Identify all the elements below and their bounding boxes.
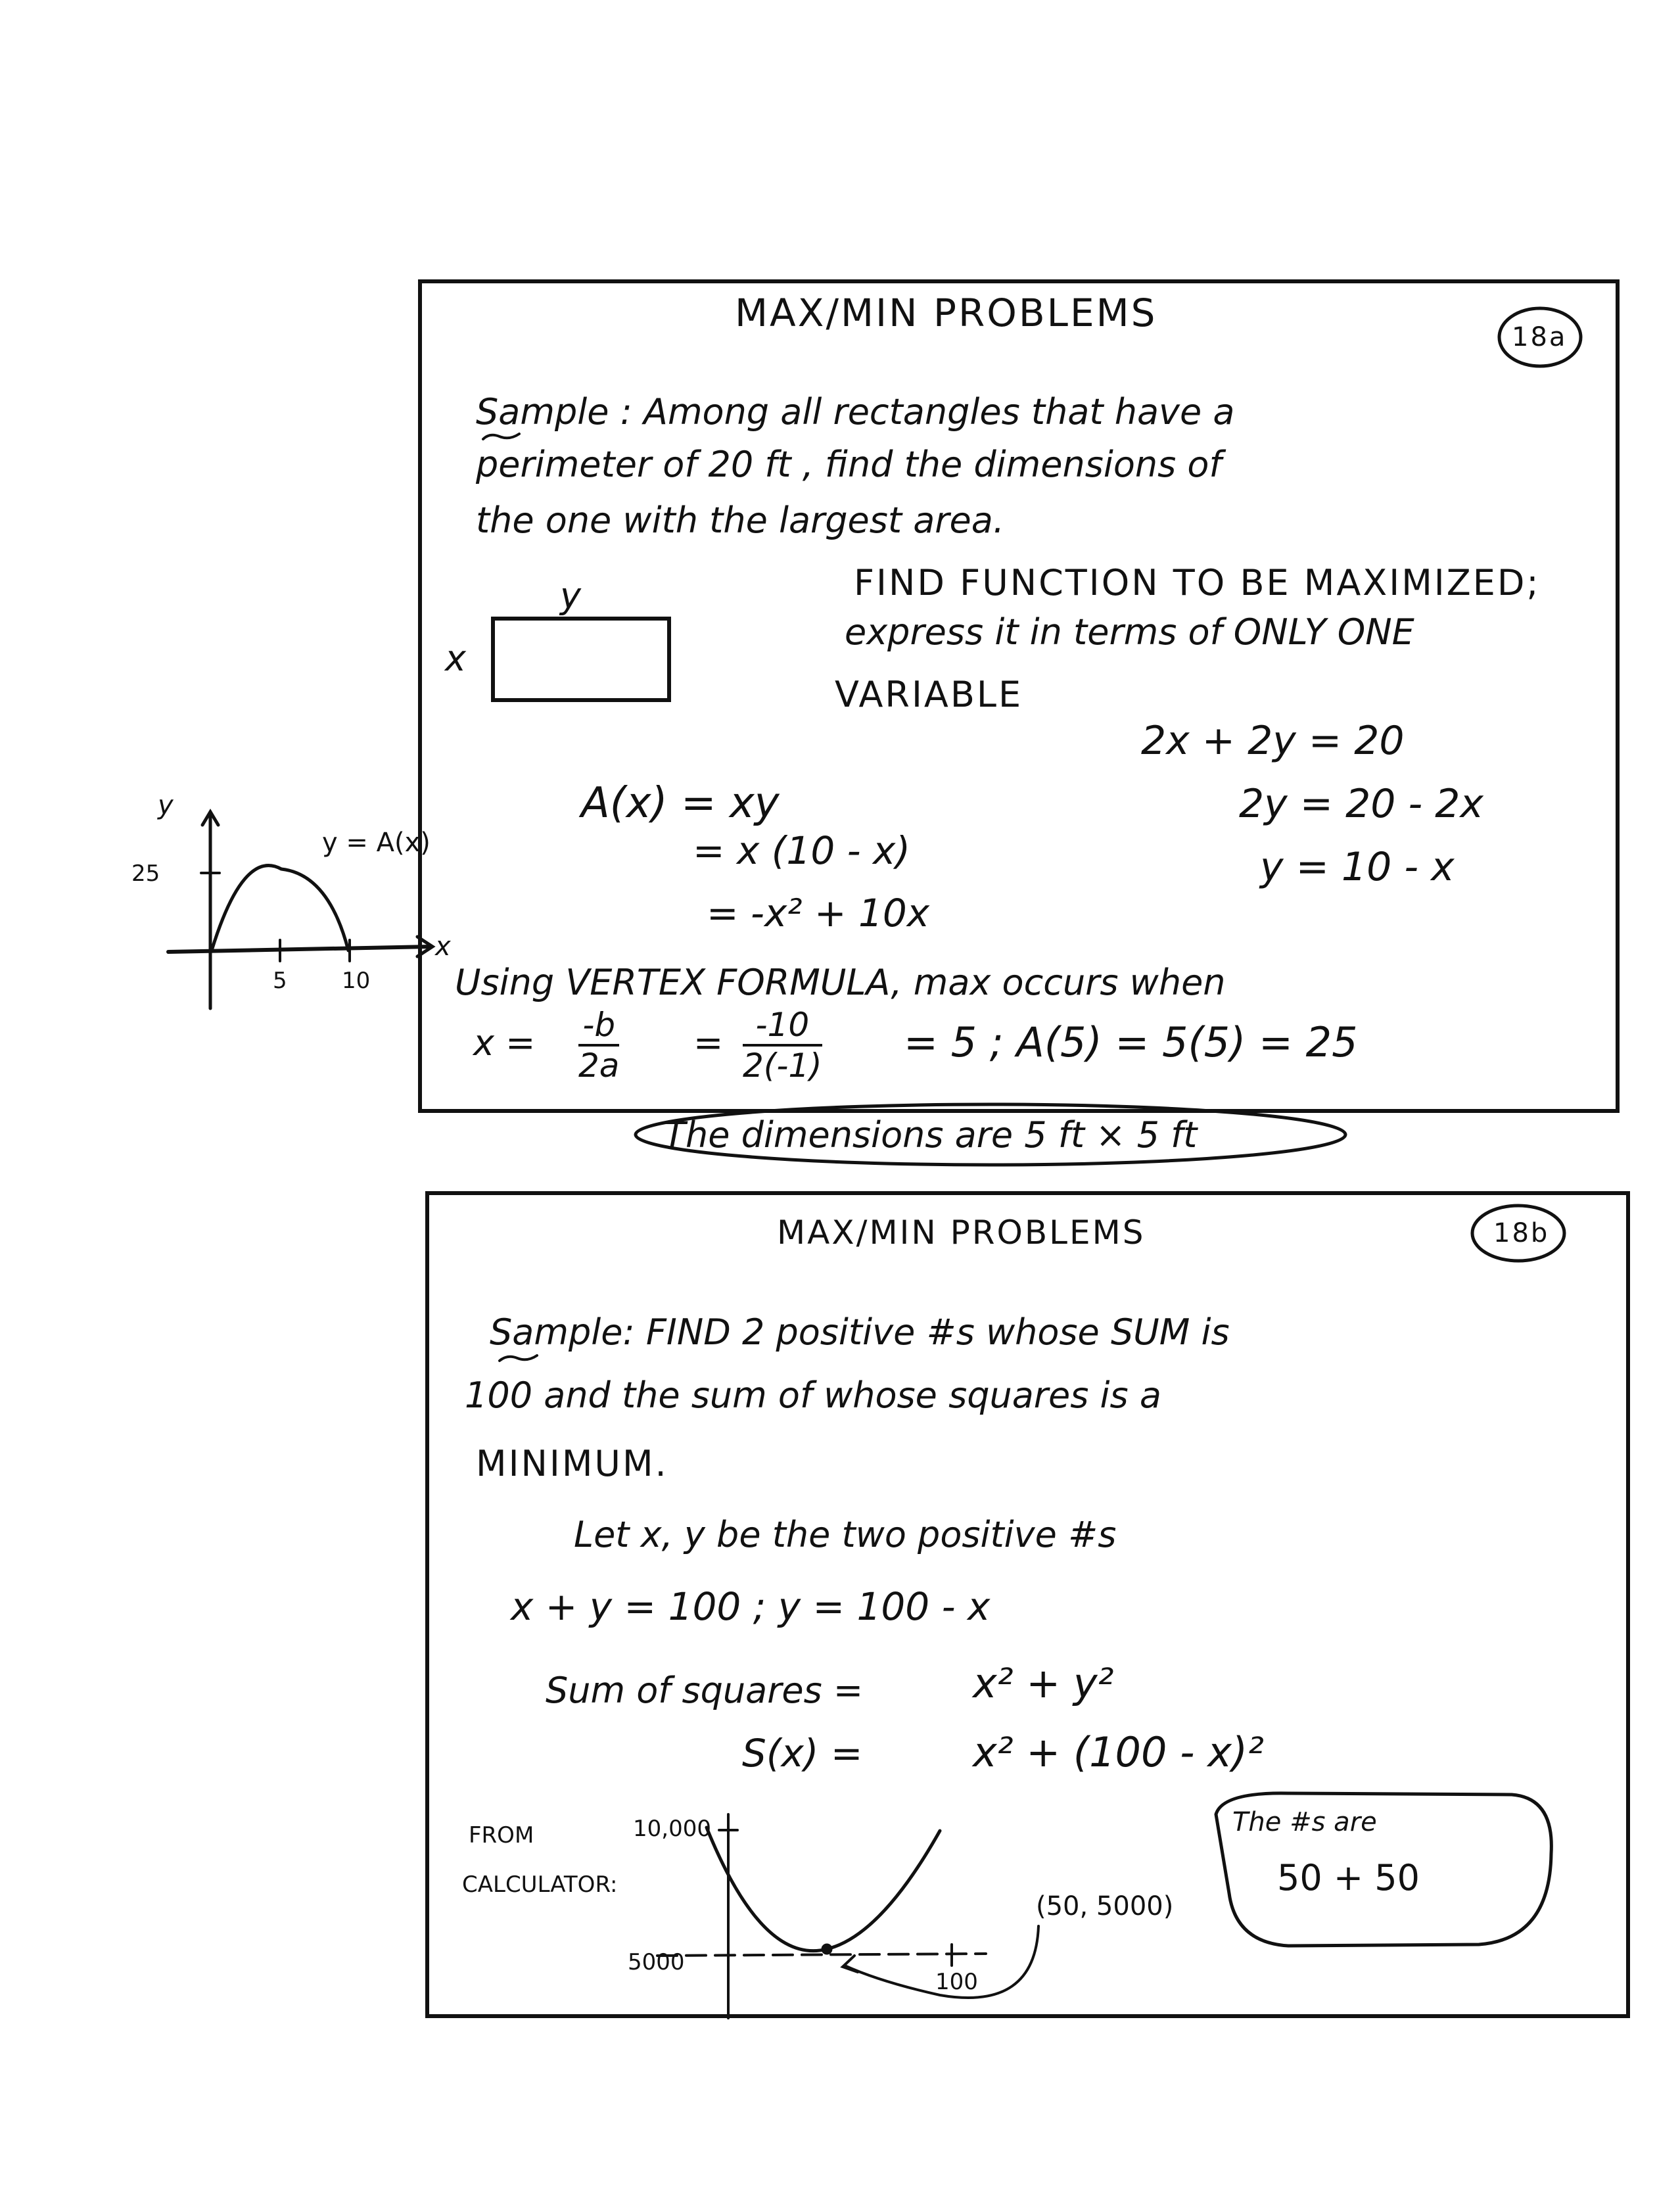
graph-a-x-arrow (415, 935, 436, 958)
s-expression: x² + (100 - x)² (973, 1728, 1264, 1776)
vertex-x-label: x = (473, 1022, 536, 1064)
graph-b-x-tick-100: 100 (935, 1969, 978, 1995)
sum-line: x + y = 100 ; y = 100 - x (511, 1584, 991, 1629)
card-b-title: MAX/MIN PROBLEMS (777, 1213, 1146, 1252)
min-point-pointer (843, 1925, 1040, 1999)
graph-b-min-point-label: (50, 5000) (1036, 1891, 1174, 1921)
area-line-3: = -x² + 10x (707, 891, 930, 935)
badge-b-circle (1470, 1204, 1566, 1263)
vertex-result: = 5 ; A(5) = 5(5) = 25 (904, 1018, 1358, 1066)
card-a-frame (418, 279, 1620, 1113)
graph-a-y-arrow (200, 809, 220, 827)
card-a-title: MAX/MIN PROBLEMS (735, 291, 1157, 335)
vertex-fraction-values: -10 2(-1) (743, 1006, 822, 1085)
answer-b-ellipse (1214, 1791, 1553, 1948)
graph-a-y-tick-25: 25 (131, 860, 160, 887)
graph-b-min-point (821, 1943, 833, 1955)
rect-label-x: x (445, 638, 466, 679)
graph-a-x-label: x (435, 931, 451, 962)
instruction-line-1: FIND FUNCTION TO BE MAXIMIZED; (854, 562, 1541, 603)
calc-line-1: FROM (469, 1822, 534, 1849)
card-b-problem-line-2: 100 and the sum of whose squares is a (465, 1375, 1161, 1416)
card-a-answer: The dimensions are 5 ft × 5 ft (664, 1114, 1198, 1156)
constraint-line-1: 2x + 2y = 20 (1141, 718, 1405, 764)
pointer-arrowhead (840, 1954, 859, 1973)
card-b-problem-line-1: Sample: FIND 2 positive #s whose SUM is (490, 1311, 1230, 1353)
sample-underline-a (482, 433, 521, 440)
graph-a-x-tick-10: 10 (342, 968, 371, 994)
card-a-problem-line-3: the one with the largest area. (476, 500, 1004, 541)
vertex-equals: = (693, 1022, 724, 1064)
graph-b-x-axis (656, 1952, 987, 1957)
card-b-badge: 18b (1493, 1218, 1550, 1248)
constraint-line-2: 2y = 20 - 2x (1239, 781, 1483, 827)
instruction-line-2: express it in terms of ONLY ONE (845, 611, 1414, 653)
area-line-1: A(x) = xy (581, 779, 780, 828)
card-a-problem-line-2: perimeter of 20 ft , find the dimensions… (476, 444, 1222, 485)
graph-a-x-tick-5: 5 (273, 968, 287, 994)
rect-label-y: y (560, 575, 581, 617)
let-line: Let x, y be the two positive #s (574, 1514, 1117, 1555)
graph-b-parabola (705, 1826, 942, 1953)
graph-a-curve-label: y = A(x) (322, 828, 431, 858)
graph-b-y-tick-5000: 5000 (628, 1949, 685, 1975)
card-b-frame (425, 1191, 1630, 2018)
card-b-problem-line-3: MINIMUM. (476, 1443, 668, 1484)
card-a-badge: 18a (1512, 322, 1568, 352)
vertex-intro: Using VERTEX FORMULA, max occurs when (455, 962, 1226, 1003)
fraction-denominator: 2(-1) (743, 1047, 822, 1085)
s-label: S(x) = (742, 1731, 863, 1776)
card-a-problem-line-1: Sample : Among all rectangles that have … (476, 391, 1235, 433)
area-line-2: = x (10 - x) (693, 828, 910, 873)
badge-a-circle (1497, 306, 1583, 368)
instruction-line-3: VARIABLE (835, 674, 1023, 715)
fraction-numerator: -b (578, 1006, 620, 1047)
rectangle-sketch (491, 617, 671, 702)
answer-a-ellipse (634, 1102, 1347, 1167)
vertex-fraction-b-over-2a: -b 2a (578, 1006, 620, 1085)
fraction-numerator: -10 (743, 1006, 822, 1047)
sample-underline-b (498, 1354, 538, 1362)
squares-label: Sum of squares = (546, 1670, 864, 1711)
graph-a-x-axis (166, 945, 432, 954)
graph-a-parabola (210, 864, 350, 953)
calc-line-2: CALCULATOR: (462, 1872, 618, 1898)
graph-a-y-label: y (158, 790, 174, 820)
graph-b-y-tick-10000: 10,000 (633, 1816, 711, 1842)
constraint-line-3: y = 10 - x (1260, 844, 1455, 890)
card-b-answer-line-2: 50 + 50 (1277, 1857, 1420, 1898)
card-b-answer-line-1: The #s are (1232, 1807, 1377, 1837)
squares-expression: x² + y² (973, 1659, 1114, 1707)
fraction-denominator: 2a (578, 1047, 620, 1085)
